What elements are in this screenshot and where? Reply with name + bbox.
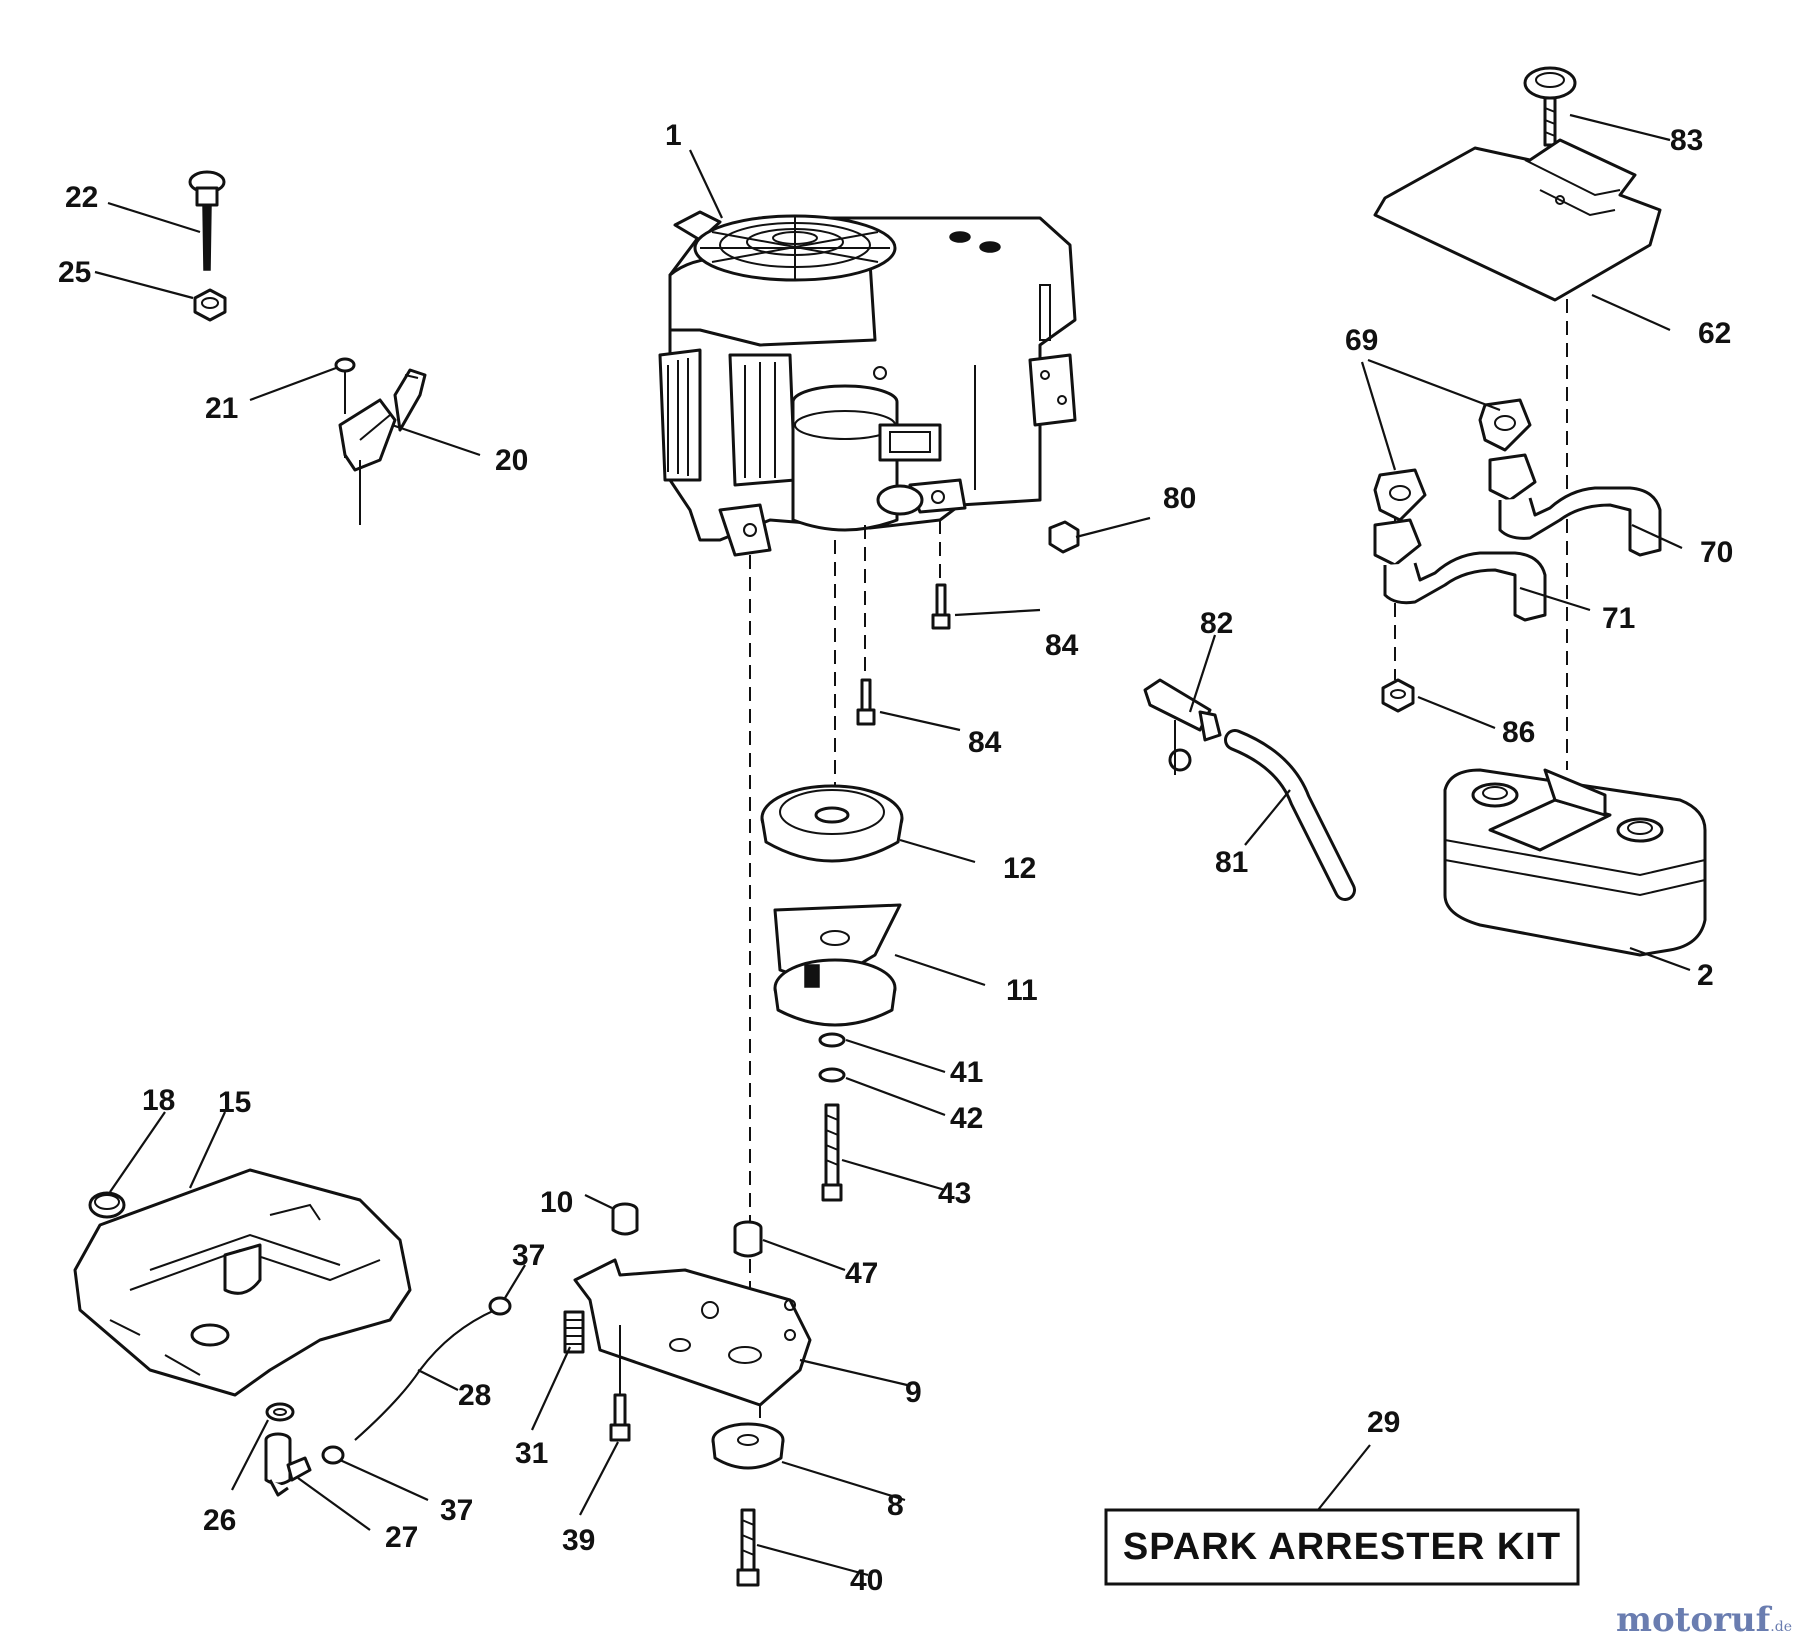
- callout-27: 27: [385, 1521, 418, 1554]
- callout-18: 18: [142, 1084, 175, 1117]
- fuel-cap-18: [88, 1191, 126, 1219]
- callout-1: 1: [665, 119, 682, 152]
- callout-25: 25: [58, 256, 91, 289]
- callout-22: 22: [65, 181, 98, 214]
- washers-41-42: [818, 1032, 846, 1083]
- bushing-26: [265, 1402, 295, 1422]
- leader-lines: [94, 113, 1691, 1577]
- knob-83: [1523, 66, 1577, 147]
- shutoff-valve-27: [264, 1432, 312, 1497]
- callout-37a: 37: [512, 1239, 545, 1272]
- fuel-line-28: [354, 1309, 496, 1441]
- callout-43: 43: [938, 1177, 971, 1210]
- callout-62: 62: [1698, 317, 1731, 350]
- callout-20: 20: [495, 444, 528, 477]
- choke-knob: [188, 170, 226, 271]
- drain-hose-81: [1224, 729, 1356, 901]
- idler-pulley-8: [711, 1422, 785, 1470]
- spark-arrester-kit-label: SPARK ARRESTER KIT: [1123, 1526, 1561, 1568]
- callout-29: 29: [1367, 1406, 1400, 1439]
- callout-80: 80: [1163, 482, 1196, 515]
- callout-39: 39: [562, 1524, 595, 1557]
- watermark-name: motoruf: [1616, 1600, 1771, 1640]
- callout-37b: 37: [440, 1494, 473, 1527]
- hex-nut-25: [193, 288, 227, 322]
- callout-21: 21: [205, 392, 238, 425]
- callout-42: 42: [950, 1102, 983, 1135]
- bolt-39: [609, 1325, 631, 1442]
- gaskets-69: [1373, 398, 1532, 522]
- nut-86: [1381, 678, 1415, 713]
- callout-40: 40: [850, 1564, 883, 1597]
- callout-84b: 84: [968, 726, 1002, 759]
- callout-26: 26: [203, 1504, 236, 1537]
- callout-31: 31: [515, 1437, 548, 1470]
- callout-84a: 84: [1045, 629, 1079, 662]
- callout-9: 9: [905, 1376, 922, 1409]
- callout-47: 47: [845, 1257, 878, 1290]
- callout-86: 86: [1502, 716, 1535, 749]
- idler-bracket: [573, 1258, 812, 1418]
- callout-12: 12: [1003, 852, 1036, 885]
- callout-41: 41: [950, 1056, 983, 1089]
- callout-10: 10: [540, 1186, 573, 1219]
- watermark-logo: motoruf.de: [1616, 1600, 1792, 1640]
- spark-arrester-kit-box: SPARK ARRESTER KIT: [1104, 1508, 1580, 1586]
- callout-82: 82: [1200, 607, 1233, 640]
- throttle-control: [334, 357, 427, 525]
- bolt-43: [821, 1103, 843, 1202]
- spacer-47: [733, 1220, 763, 1258]
- callout-81: 81: [1215, 846, 1248, 879]
- engine-pulley: [760, 784, 904, 863]
- exhaust-pipe-70: [1488, 453, 1662, 557]
- spacer-10: [611, 1202, 639, 1236]
- callout-8: 8: [887, 1489, 904, 1522]
- watermark-suffix: .de: [1770, 1619, 1792, 1635]
- callout-28: 28: [458, 1379, 491, 1412]
- fuel-tank: [73, 1168, 412, 1397]
- callout-11: 11: [1006, 974, 1038, 1007]
- spring-31: [563, 1310, 585, 1354]
- clamps-37: [321, 1296, 512, 1465]
- oil-drain-valve-82: [1143, 678, 1222, 775]
- bolts-84: [856, 583, 951, 726]
- callout-69: 69: [1345, 324, 1378, 357]
- exhaust-pipe-71: [1373, 518, 1547, 622]
- heat-shield-62: [1373, 138, 1662, 302]
- nut-80: [1048, 520, 1080, 554]
- muffler-2: [1443, 768, 1707, 957]
- callout-2: 2: [1697, 959, 1714, 992]
- callout-71: 71: [1602, 602, 1635, 635]
- callout-83: 83: [1670, 124, 1703, 157]
- electric-clutch: [773, 903, 902, 1027]
- callout-15: 15: [218, 1086, 251, 1119]
- callout-labels: 1 22 25 21 20 80 84 84 12 11 41 42 43 47…: [58, 119, 1733, 1597]
- bolt-40: [736, 1508, 760, 1587]
- callout-70: 70: [1700, 536, 1733, 569]
- engine-assembly: [658, 210, 1077, 557]
